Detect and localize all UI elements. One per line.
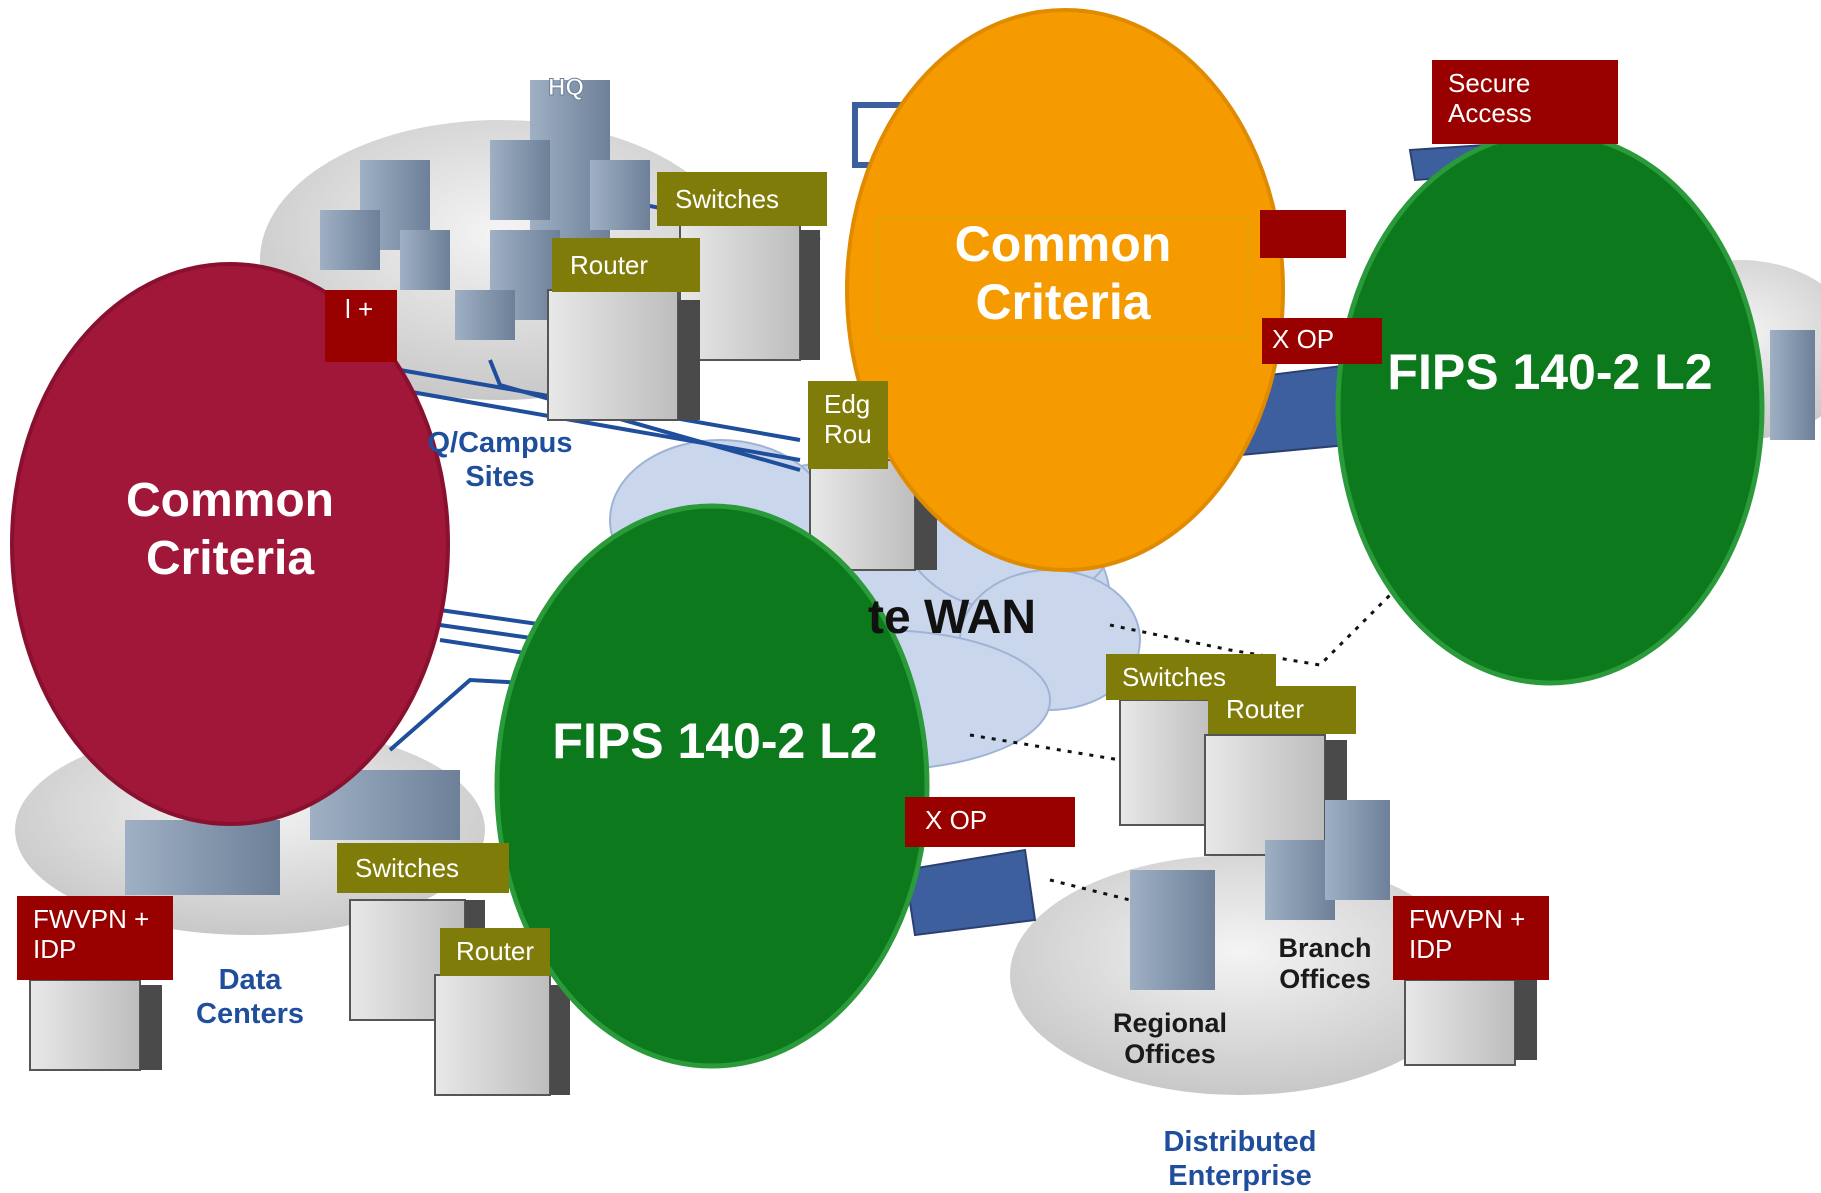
fips-center-label: FIPS 140-2 L2 xyxy=(552,713,878,769)
hq-switch-chassis xyxy=(679,219,820,361)
distributed-caption-line1: Distributed xyxy=(1163,1126,1317,1158)
wx-appliance-bottom xyxy=(903,848,1037,937)
fips-right-circle xyxy=(1335,130,1765,686)
common-criteria-top-inner-box xyxy=(876,216,1250,340)
branch-router-chassis xyxy=(1204,734,1347,856)
branch-caption-line2: Offices xyxy=(1279,964,1371,994)
common-criteria-left-label: Common Criteria xyxy=(60,472,400,588)
fips-right-label: FIPS 140-2 L2 xyxy=(1387,344,1713,400)
cc-top-line1: Common xyxy=(954,216,1172,272)
edge-router-label-line2: Rou xyxy=(824,419,872,449)
dc-caption-line2: Centers xyxy=(196,998,304,1030)
dc-caption-line1: Data xyxy=(218,964,282,996)
hq-campus-caption: Q/Campus Sites xyxy=(420,426,580,494)
common-criteria-top-label: Common Criteria xyxy=(888,215,1238,331)
dc-router-chassis xyxy=(434,974,570,1096)
fwvpn-label-dc-line2: IDP xyxy=(33,934,77,964)
dc-fw-chassis xyxy=(29,979,162,1071)
cc-left-line2: Criteria xyxy=(145,532,315,585)
secure-access-label-line1: Secure xyxy=(1448,68,1531,98)
common-criteria-left-circle xyxy=(10,262,450,826)
fwvpn-label-branch-line2: IDP xyxy=(1409,934,1453,964)
branch-buildings xyxy=(1130,800,1390,990)
branch-offices-caption: Branch Offices xyxy=(1260,933,1390,995)
distributed-platform xyxy=(1010,855,1470,1095)
hq-sign: HQ xyxy=(548,74,584,101)
wan-label: te WAN xyxy=(868,591,1036,644)
fwvpn-label-dc: FWVPN + IDP xyxy=(17,896,173,980)
edge-router-label-line1: Edg xyxy=(824,389,871,419)
secure-access-label: Secure Access xyxy=(1432,60,1618,144)
fwvpn-label-dc-line1: FWVPN + xyxy=(33,904,150,934)
fwvpn-label-branch: FWVPN + IDP xyxy=(1393,896,1549,980)
router-label-hq: Router xyxy=(552,238,700,292)
fips-center-circle xyxy=(494,503,930,1069)
router-label-branch: Router xyxy=(1208,686,1356,734)
cc-top-line2: Criteria xyxy=(975,274,1151,330)
hq-buildings xyxy=(320,80,650,340)
branch-fw-chassis xyxy=(1404,979,1537,1066)
wx-op-label-bottom: X OP xyxy=(905,797,1075,847)
hq-caption-line2: Sites xyxy=(465,461,535,493)
branch-caption-line1: Branch xyxy=(1278,933,1372,963)
distributed-enterprise-caption: Distributed Enterprise xyxy=(1130,1125,1350,1193)
fwvpn-label-branch-line1: FWVPN + xyxy=(1409,904,1526,934)
regional-caption-line2: Offices xyxy=(1124,1039,1216,1069)
distributed-caption-line2: Enterprise xyxy=(1168,1160,1312,1192)
regional-caption-line1: Regional xyxy=(1112,1008,1227,1038)
cc-left-line1: Common xyxy=(126,474,334,527)
top-red-label xyxy=(1260,210,1346,258)
regional-offices-caption: Regional Offices xyxy=(1100,1008,1240,1070)
secure-access-label-line2: Access xyxy=(1448,98,1532,128)
common-criteria-top-circle xyxy=(845,8,1285,572)
dc-buildings xyxy=(125,770,460,895)
edge-router-label: Edg Rou xyxy=(808,381,888,469)
branch-switch-chassis xyxy=(1119,699,1216,826)
right-building xyxy=(1770,330,1815,440)
data-centers-caption: Data Centers xyxy=(170,963,330,1031)
fw-partial-label-left: l + xyxy=(325,290,397,362)
hq-router-chassis xyxy=(547,289,700,421)
switches-label-dc: Switches xyxy=(337,843,509,893)
switches-label-hq: Switches xyxy=(657,172,827,226)
router-label-dc: Router xyxy=(440,928,550,976)
hq-caption-line1: Q/Campus xyxy=(427,427,573,459)
wx-op-label-top: X OP xyxy=(1262,318,1382,364)
